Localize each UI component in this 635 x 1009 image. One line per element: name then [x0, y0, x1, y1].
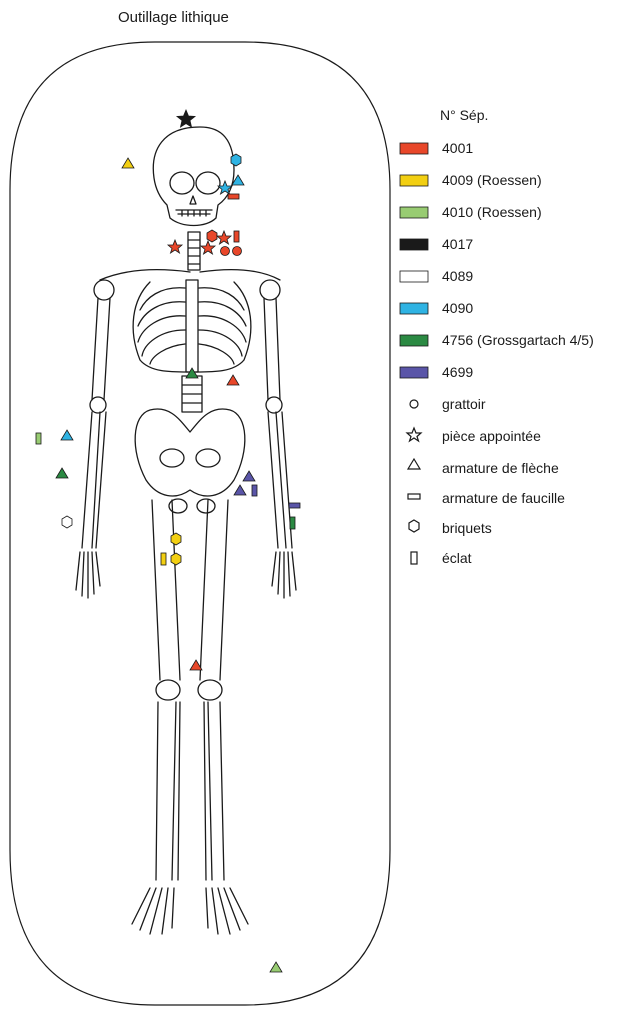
- legend-label: 4699: [442, 364, 473, 380]
- legend-row-4756: 4756 (Grossgartach 4/5): [398, 330, 594, 350]
- marker-triangle-green-left: [56, 468, 68, 478]
- legend-row-4090: 4090: [398, 298, 473, 318]
- marker-rect-purple: [289, 503, 300, 508]
- marker-triangle-blue-left: [61, 430, 73, 440]
- legend-row-4001: 4001: [398, 138, 473, 158]
- legend-label: 4756 (Grossgartach 4/5): [442, 332, 594, 348]
- marker-hexagon-red: [207, 230, 217, 242]
- marker-eclat-purple: [252, 485, 257, 496]
- marker-star-red-2: [168, 240, 182, 253]
- legend-label: 4009 (Roessen): [442, 172, 542, 188]
- legend-row-eclat: éclat: [398, 548, 472, 568]
- marker-circle-red-1: [221, 247, 230, 256]
- marker-eclat-red: [234, 231, 239, 242]
- legend-row-4089: 4089: [398, 266, 473, 286]
- marker-triangle-lightgreen-foot: [270, 962, 282, 972]
- marker-star-red-1: [217, 231, 231, 244]
- marker-circle-red-2: [233, 247, 242, 256]
- legend-label: 4001: [442, 140, 473, 156]
- marker-eclat-green: [290, 517, 295, 529]
- legend-label: briquets: [442, 520, 492, 536]
- legend-row-armature-fleche: armature de flèche: [398, 458, 559, 478]
- marker-hexagon-yellow-1: [171, 533, 181, 545]
- marker-triangle-green-spine: [186, 368, 198, 378]
- legend-label: éclat: [442, 550, 472, 566]
- marker-eclat-lightgreen: [36, 433, 41, 444]
- legend-row-4010: 4010 (Roessen): [398, 202, 542, 222]
- legend-row-piece-appointee: pièce appointée: [398, 426, 541, 446]
- skeleton-drawing: [76, 127, 296, 934]
- legend-label: 4089: [442, 268, 473, 284]
- legend-label: grattoir: [442, 396, 486, 412]
- marker-hexagon-white: [62, 516, 72, 528]
- marker-hexagon-yellow-2: [171, 553, 181, 565]
- legend-label: armature de faucille: [442, 490, 565, 506]
- legend-shape-icons: [407, 400, 421, 564]
- legend-row-briquets: briquets: [398, 518, 492, 538]
- marker-star-black: [177, 110, 195, 127]
- marker-star-red-3: [201, 241, 215, 254]
- marker-hexagon-blue: [231, 154, 241, 166]
- marker-triangle-red-chest: [227, 375, 239, 385]
- legend-row-4699: 4699: [398, 362, 473, 382]
- legend-label: pièce appointée: [442, 428, 541, 444]
- marker-rect-red: [228, 194, 239, 199]
- marker-eclat-yellow: [161, 553, 166, 565]
- marker-triangle-purple-2: [234, 485, 246, 495]
- legend-row-grattoir: grattoir: [398, 394, 486, 414]
- artifact-markers: [36, 110, 300, 972]
- legend-row-armature-faucille: armature de faucille: [398, 488, 565, 508]
- legend-row-4017: 4017: [398, 234, 473, 254]
- legend-label: 4017: [442, 236, 473, 252]
- marker-triangle-yellow: [122, 158, 134, 168]
- legend-label: armature de flèche: [442, 460, 559, 476]
- legend-row-4009: 4009 (Roessen): [398, 170, 542, 190]
- legend-label: 4090: [442, 300, 473, 316]
- legend-label: 4010 (Roessen): [442, 204, 542, 220]
- marker-triangle-purple-1: [243, 471, 255, 481]
